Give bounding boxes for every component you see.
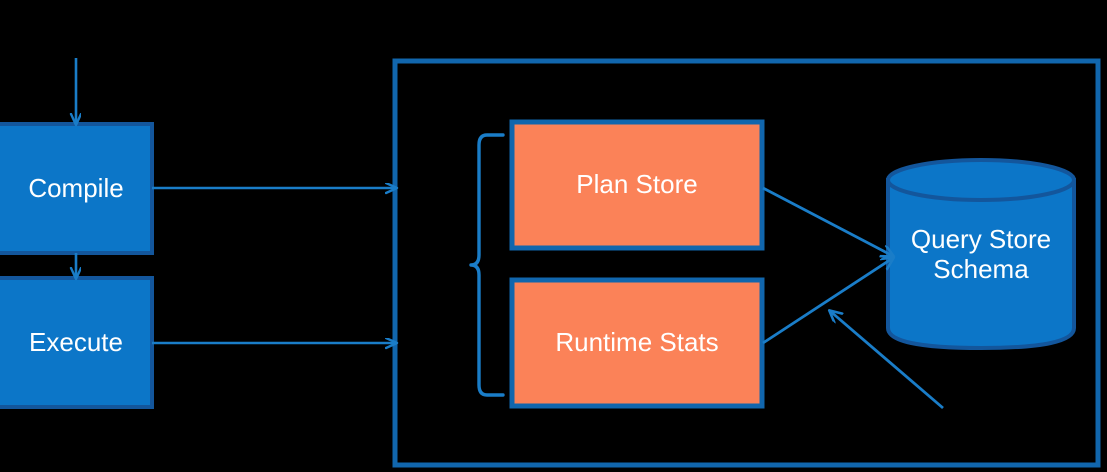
grouping-brace [469, 133, 505, 397]
execute-box[interactable] [0, 276, 154, 409]
edge-external-schema [830, 311, 944, 410]
query-store-boundary [392, 58, 1101, 468]
query-store-schema-cylinder[interactable] [886, 158, 1076, 351]
edge-planstore-schema [762, 186, 893, 256]
plan-store-box[interactable] [509, 119, 765, 251]
runtime-stats-box[interactable] [509, 277, 765, 409]
edge-runtimestats-schema [762, 258, 893, 345]
compile-box[interactable] [0, 122, 154, 255]
